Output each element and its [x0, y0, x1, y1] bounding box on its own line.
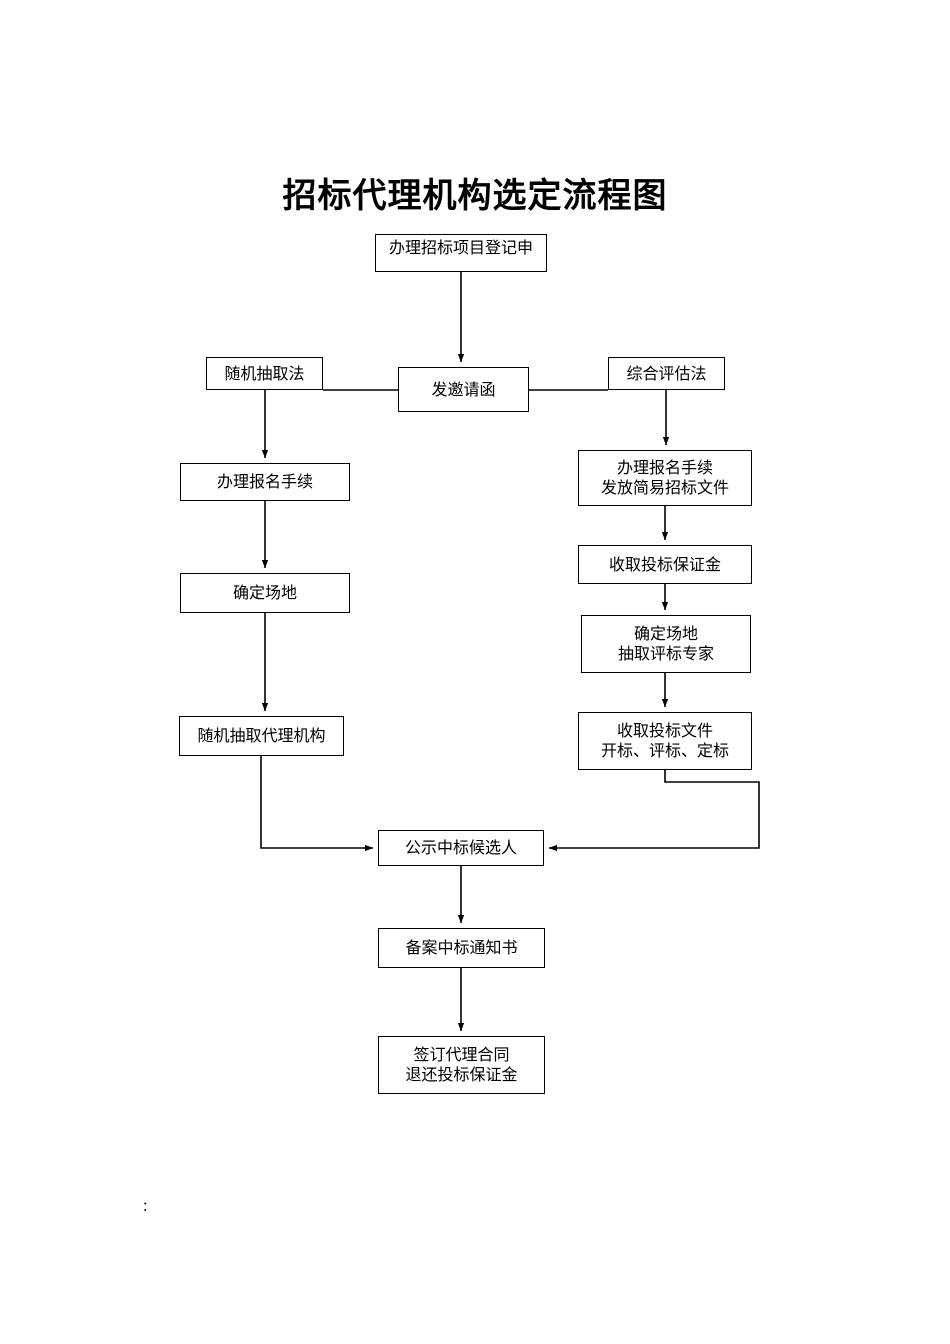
connector-random-agency-to-publicize	[260, 756, 374, 852]
node-random-select-agency-label: 随机抽取代理机构	[197, 726, 326, 745]
node-right-venue-experts[interactable]: 确定场地 抽取评标专家	[581, 615, 751, 673]
node-comprehensive-method[interactable]: 综合评估法	[608, 357, 725, 390]
node-publicize-candidates-label: 公示中标候选人	[404, 838, 517, 857]
node-comprehensive-method-label: 综合评估法	[626, 363, 707, 383]
node-sign-contract-label: 签订代理合同 退还投标保证金	[405, 1045, 518, 1084]
footnote-text: ：	[142, 1200, 156, 1215]
node-publicize-candidates[interactable]: 公示中标候选人	[378, 830, 544, 866]
node-random-method[interactable]: 随机抽取法	[206, 357, 323, 390]
node-right-registration-label: 办理报名手续 发放简易招标文件	[600, 458, 729, 497]
node-register-label: 办理招标项目登记申	[388, 238, 533, 257]
node-collect-deposit-label: 收取投标保证金	[608, 554, 721, 574]
node-collect-bids-label: 收取投标文件 开标、评标、定标	[600, 721, 729, 760]
page-title: 招标代理机构选定流程图	[282, 176, 668, 216]
node-collect-bids[interactable]: 收取投标文件 开标、评标、定标	[578, 712, 752, 770]
node-left-registration-label: 办理报名手续	[216, 472, 313, 491]
node-file-notice-label: 备案中标通知书	[405, 938, 518, 957]
node-left-venue[interactable]: 确定场地	[180, 573, 350, 613]
node-file-notice[interactable]: 备案中标通知书	[378, 928, 545, 968]
node-left-venue-label: 确定场地	[232, 583, 297, 602]
node-right-venue-experts-label: 确定场地 抽取评标专家	[617, 624, 714, 663]
node-send-invitation[interactable]: 发邀请函	[398, 367, 529, 412]
connector-collect-bids-to-publicize	[548, 770, 760, 852]
node-right-registration[interactable]: 办理报名手续 发放简易招标文件	[578, 450, 752, 506]
node-register[interactable]: 办理招标项目登记申	[375, 234, 547, 272]
node-sign-contract[interactable]: 签订代理合同 退还投标保证金	[378, 1036, 545, 1094]
node-send-invitation-label: 发邀请函	[431, 379, 496, 399]
node-random-select-agency[interactable]: 随机抽取代理机构	[179, 716, 344, 756]
node-left-registration[interactable]: 办理报名手续	[180, 463, 350, 501]
node-collect-deposit[interactable]: 收取投标保证金	[578, 545, 752, 584]
node-random-method-label: 随机抽取法	[224, 363, 305, 383]
